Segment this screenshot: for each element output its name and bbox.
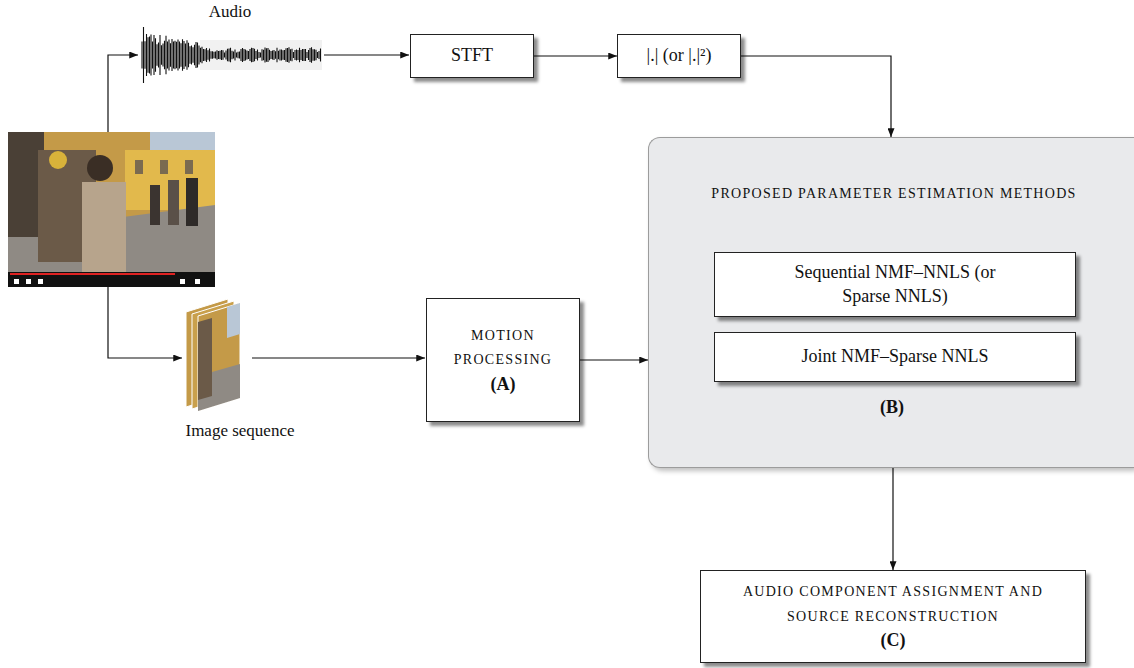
frame-icon	[180, 279, 185, 284]
magnitude-box: |.| (or |.|²)	[617, 34, 741, 78]
motion-processing-box-text: (A)	[491, 373, 516, 396]
video-to-audio-line	[108, 55, 138, 132]
frame-control-bar	[8, 272, 215, 287]
frame-window	[135, 160, 143, 174]
flow-arrow	[741, 56, 891, 137]
reconstruction-box-text: (C)	[881, 629, 906, 652]
joint-method-box-text: Joint NMF–Sparse NNLS	[801, 345, 988, 368]
flow-arrow	[534, 55, 617, 56]
stack-frame	[198, 303, 240, 411]
parameter-estimation-panel-text: PROPOSED PARAMETER ESTIMATION METHODS	[694, 182, 1094, 207]
sequential-method-box: Sequential NMF–NNLS (or Sparse NNLS)	[714, 252, 1076, 317]
frame-icon	[26, 279, 31, 284]
audio-waveform	[142, 27, 322, 83]
motion-processing-box: MOTION PROCESSING(A)	[426, 298, 580, 422]
stft-box-text: STFT	[451, 44, 493, 67]
stack-sky	[227, 303, 240, 338]
parameter-estimation-panel: PROPOSED PARAMETER ESTIMATION METHODS (B)…	[648, 137, 1134, 468]
frame-shirt	[82, 182, 126, 272]
image-stack	[186, 299, 240, 411]
frame-head	[87, 155, 113, 181]
image-sequence-label: Image sequence	[185, 421, 294, 441]
frame-icon	[195, 279, 200, 284]
stack-person	[198, 318, 212, 400]
frame-progress	[10, 273, 175, 275]
reconstruction-box: AUDIO COMPONENT ASSIGNMENT AND SOURCE RE…	[700, 570, 1086, 663]
frame-ground	[8, 132, 215, 287]
audio-label: Audio	[209, 2, 252, 22]
motion-processing-box-text: MOTION PROCESSING	[441, 324, 565, 373]
frame-person	[186, 178, 198, 226]
reconstruction-box-text: AUDIO COMPONENT ASSIGNMENT AND SOURCE RE…	[738, 580, 1048, 629]
frame-icon	[14, 279, 19, 284]
audio-to-stft-line	[324, 54, 409, 55]
stft-box: STFT	[410, 34, 534, 78]
frame-person	[150, 185, 160, 225]
frame-icon	[38, 279, 43, 284]
video-to-frames-line	[108, 287, 182, 358]
frame-person	[168, 180, 179, 225]
magnitude-box-text: |.| (or |.|²)	[647, 44, 712, 67]
joint-method-box: Joint NMF–Sparse NNLS	[714, 332, 1076, 382]
flow-arrow	[580, 359, 648, 360]
sequential-method-box-text: Sequential NMF–NNLS (or Sparse NNLS)	[770, 261, 1020, 308]
frame-window	[160, 160, 168, 174]
flow-arrow	[892, 468, 893, 570]
video-frame	[8, 132, 215, 287]
frame-window	[185, 160, 193, 174]
waveform-trace	[142, 27, 321, 83]
parameter-estimation-panel-text: (B)	[649, 396, 1134, 419]
frames-to-motion-line	[252, 357, 425, 358]
frame-instrument	[49, 151, 67, 169]
